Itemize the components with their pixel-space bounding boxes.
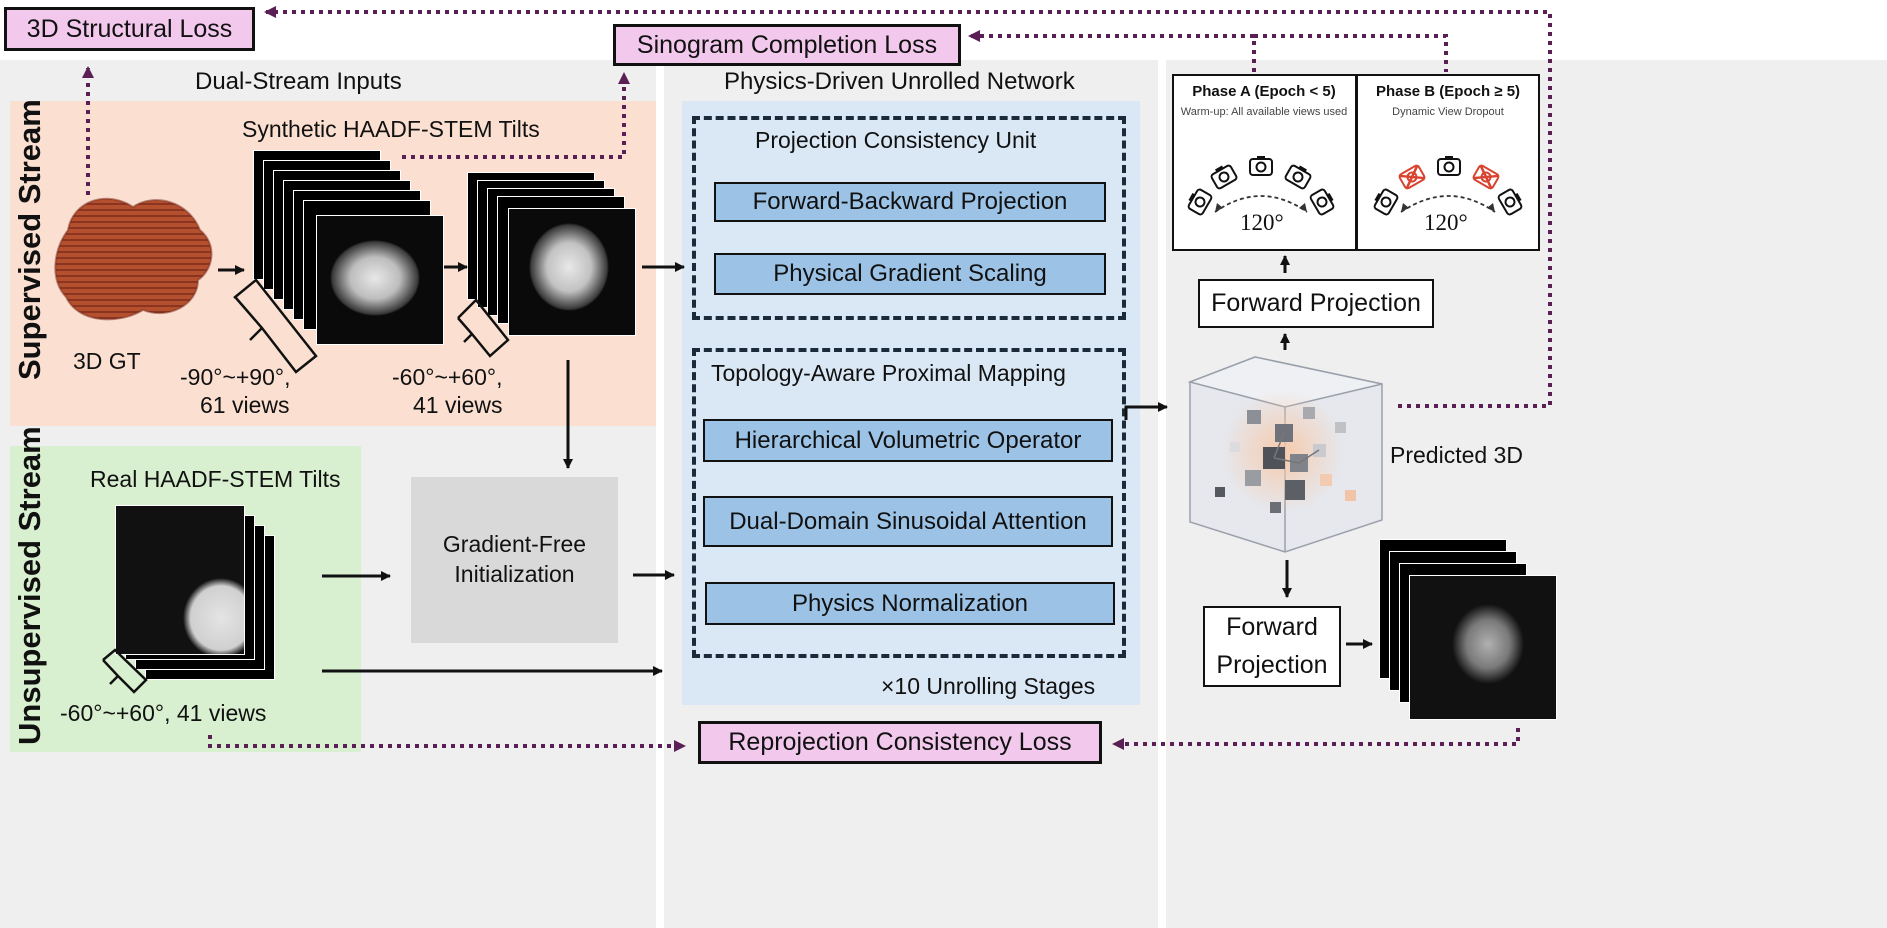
full-range-label-2: 61 views <box>200 392 290 418</box>
arrow-icon <box>1124 402 1168 420</box>
phase-a: Phase A (Epoch < 5) Warm-up: All availab… <box>1173 74 1355 250</box>
camera-dropped-icon <box>1472 164 1500 190</box>
reprojection-loss-box: Reprojection Consistency Loss <box>698 721 1102 764</box>
network-title: Physics-Driven Unrolled Network <box>724 68 1075 95</box>
range-bracket <box>249 327 263 341</box>
phase-a-cameras <box>1187 156 1335 216</box>
hierarchical-volumetric-operator-op: Hierarchical Volumetric Operator <box>703 419 1113 462</box>
tilt-image <box>316 215 444 345</box>
tilt-image <box>115 505 245 655</box>
range-bracket <box>463 333 473 343</box>
dotted-arrow <box>264 6 1552 408</box>
phase-a-subtitle: Warm-up: All available views used <box>1180 106 1348 118</box>
synthetic-tilts-title: Synthetic HAADF-STEM Tilts <box>242 116 540 142</box>
forward-projection-bottom-box: Forward Projection <box>1203 606 1341 687</box>
tilt-image <box>508 208 636 336</box>
phase-divider <box>1355 74 1358 251</box>
tilt-image <box>1409 575 1557 720</box>
full-range-label-1: -90°~+90°, <box>180 364 291 390</box>
forward-projection-top-box: Forward Projection <box>1198 279 1434 328</box>
phase-b-angle: 120° <box>1424 210 1468 235</box>
gt-volume-icon <box>54 197 213 321</box>
pcu-title: Projection Consistency Unit <box>755 127 1037 153</box>
inputs-title: Dual-Stream Inputs <box>195 68 402 95</box>
camera-icon <box>1187 188 1213 216</box>
camera-icon <box>1373 188 1399 216</box>
physics-normalization-op: Physics Normalization <box>705 582 1115 625</box>
limited-range-label-1: -60°~+60°, <box>392 364 503 390</box>
init-box: Gradient-Free Initialization <box>411 477 618 643</box>
range-bracket <box>102 648 148 694</box>
angle-arc <box>1400 195 1496 213</box>
range-bracket <box>109 675 119 685</box>
phase-b: Phase B (Epoch ≥ 5) Dynamic View Dropout <box>1357 74 1539 250</box>
physical-gradient-scaling-op: Physical Gradient Scaling <box>714 253 1106 295</box>
dotted-arrow <box>1252 34 1448 72</box>
camera-dropped-icon <box>1398 164 1426 190</box>
phase-a-title: Phase A (Epoch < 5) <box>1192 83 1336 100</box>
dual-domain-sinusoidal-attention-op: Dual-Domain Sinusoidal Attention <box>703 496 1113 547</box>
sinogram-loss-box: Sinogram Completion Loss <box>613 24 961 66</box>
limited-range-label-2: 41 views <box>413 392 503 418</box>
camera-icon <box>1249 156 1273 176</box>
phase-a-angle: 120° <box>1240 210 1284 235</box>
dotted-arrow <box>208 735 686 752</box>
real-tilts-title: Real HAADF-STEM Tilts <box>90 466 341 492</box>
forward-projection-bottom-line-1: Forward <box>1226 613 1318 641</box>
phase-b-subtitle: Dynamic View Dropout <box>1392 106 1504 118</box>
camera-icon <box>1210 164 1238 190</box>
predicted-volume-cube-icon <box>1187 356 1383 553</box>
dotted-arrow <box>402 72 630 159</box>
topology-aware-proximal-mapping <box>692 348 1126 658</box>
range-bracket <box>457 298 510 358</box>
camera-icon <box>1284 164 1312 190</box>
init-line-1: Gradient-Free <box>442 531 587 557</box>
projection-consistency-unit <box>692 116 1126 320</box>
camera-icon <box>1309 188 1335 216</box>
phase-b-title: Phase B (Epoch ≥ 5) <box>1375 83 1521 100</box>
init-line-2: Initialization <box>454 561 575 587</box>
dotted-arrow <box>1112 728 1520 750</box>
phase-b-cameras <box>1373 156 1523 216</box>
angle-arc <box>1214 195 1308 213</box>
structural-loss-box: 3D Structural Loss <box>4 7 255 51</box>
forward-backward-projection-op: Forward-Backward Projection <box>714 182 1106 222</box>
range-bracket <box>233 278 318 374</box>
tapm-title: Topology-Aware Proximal Mapping <box>711 360 1066 386</box>
real-range-label: -60°~+60°, 41 views <box>60 700 267 726</box>
camera-icon <box>1437 156 1461 176</box>
camera-icon <box>1497 188 1523 216</box>
gt-label: 3D GT <box>73 348 141 374</box>
forward-projection-bottom-line-2: Projection <box>1216 650 1328 679</box>
predicted-3d-label: Predicted 3D <box>1390 442 1523 468</box>
unrolling-stages-label: ×10 Unrolling Stages <box>881 673 1096 699</box>
